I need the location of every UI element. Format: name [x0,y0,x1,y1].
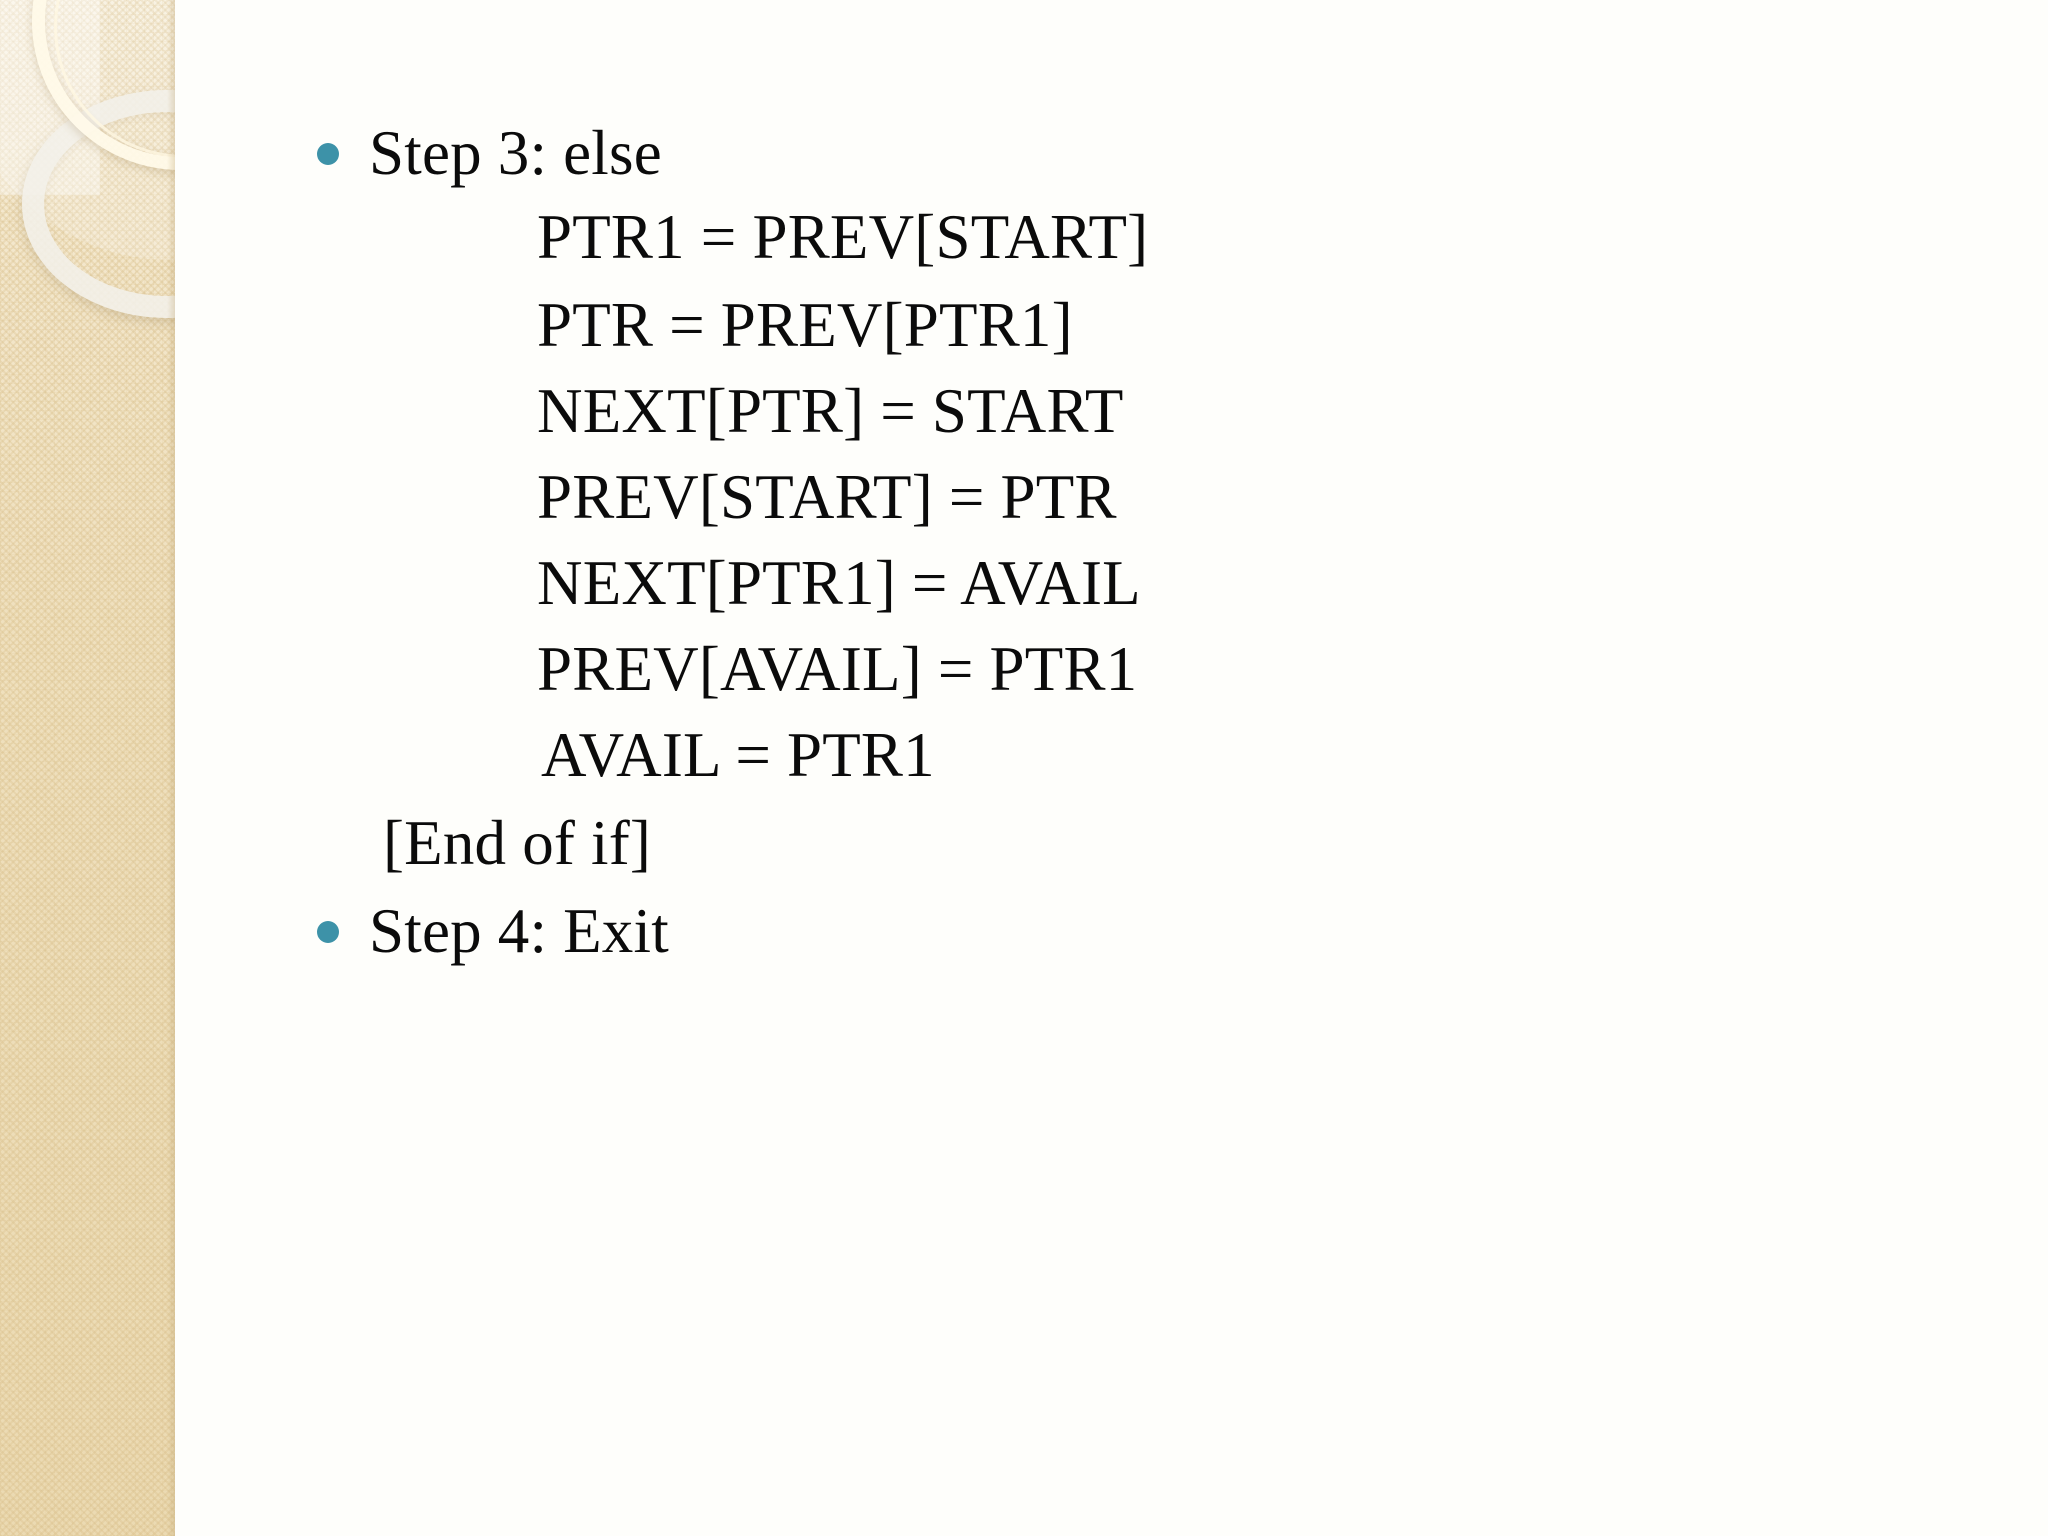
slide-decorative-sidebar [0,0,175,1536]
end-of-if-line: [End of if] [383,808,652,878]
slide-body-content: Step 3: else PTR1 = PREV[START] PTR = PR… [175,0,2048,1536]
sidebar-edge-shadow [167,0,175,1536]
bullet-label-step4: Step 4: Exit [369,896,669,966]
bullet-dot-icon [317,920,339,943]
code-line-3: NEXT[PTR] = START [537,376,1124,446]
code-line-5: NEXT[PTR1] = AVAIL [537,548,1141,618]
code-line-2: PTR = PREV[PTR1] [537,290,1073,360]
bullet-item-step4: Step 4: Exit [317,900,669,963]
code-line-6: PREV[AVAIL] = PTR1 [537,634,1138,704]
code-line-4: PREV[START] = PTR [537,462,1117,532]
code-line-7: AVAIL = PTR1 [541,720,935,790]
bullet-dot-icon [317,142,339,165]
bullet-item-step3: Step 3: else [317,122,662,185]
code-line-1: PTR1 = PREV[START] [537,202,1149,272]
bullet-label-step3: Step 3: else [369,118,662,188]
